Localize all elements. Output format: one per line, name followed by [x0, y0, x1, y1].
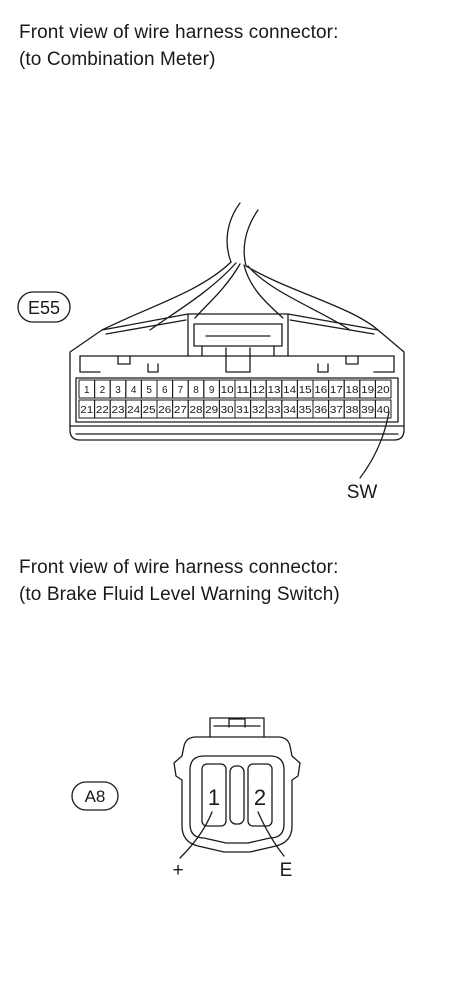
terminal-number: 29 — [205, 405, 219, 416]
terminal-number: 28 — [190, 405, 204, 416]
pin-1: 1 — [208, 785, 220, 810]
terminal-number: 9 — [209, 385, 215, 396]
terminal-number: 6 — [162, 385, 168, 396]
cavity-1 — [201, 763, 227, 827]
connector-code-a8: A8 — [85, 787, 106, 806]
terminal-number: 23 — [112, 405, 126, 416]
caption-line-1: Front view of wire harness connector: — [19, 557, 339, 578]
connector-body — [173, 736, 301, 853]
pin-2: 2 — [254, 785, 266, 810]
terminal-number: 22 — [96, 405, 110, 416]
terminal-number: 37 — [330, 405, 344, 416]
terminal-number: 3 — [115, 385, 121, 396]
caption-brake-fluid-switch: Front view of wire harness connector: (t… — [19, 554, 340, 608]
terminal-number: 40 — [377, 405, 391, 416]
caption-combination-meter: Front view of wire harness connector: (t… — [19, 19, 338, 73]
terminal-label-e: E — [280, 860, 293, 881]
terminal-number: 4 — [131, 385, 137, 396]
terminal-number: 19 — [361, 385, 375, 396]
terminal-number: 15 — [299, 385, 313, 396]
connector-housing — [69, 313, 405, 441]
terminal-number: 32 — [252, 405, 266, 416]
terminal-label-sw: SW — [347, 482, 378, 503]
terminal-number: 12 — [252, 385, 266, 396]
terminal-number: 18 — [346, 385, 360, 396]
sw-leader-line — [359, 411, 390, 479]
terminal-number: 35 — [299, 405, 313, 416]
terminal-number: 7 — [178, 385, 184, 396]
connector-a8: 1 2 A8 + E — [71, 717, 301, 881]
terminal-number: 11 — [236, 385, 250, 396]
connector-latch — [209, 717, 265, 738]
terminal-number: 27 — [174, 405, 188, 416]
connector-code-e55: E55 — [28, 298, 60, 318]
wire-bundle — [101, 202, 379, 331]
terminal-label-plus: + — [172, 860, 183, 881]
terminal-number: 8 — [193, 385, 199, 396]
terminal-number: 17 — [330, 385, 344, 396]
connector-code-bubble — [71, 781, 119, 811]
terminal-number: 20 — [377, 385, 391, 396]
terminal-number: 1 — [84, 385, 90, 396]
terminal-number: 21 — [80, 405, 94, 416]
caption-line-2: (to Combination Meter) — [19, 49, 216, 70]
terminal-number: 33 — [268, 405, 282, 416]
plus-leader-line — [179, 811, 213, 859]
terminal-number: 31 — [236, 405, 250, 416]
caption-line-2: (to Brake Fluid Level Warning Switch) — [19, 584, 340, 605]
cavity-2 — [247, 763, 273, 827]
terminal-number: 13 — [268, 385, 282, 396]
terminal-number: 26 — [158, 405, 172, 416]
terminal-number: 25 — [143, 405, 157, 416]
e-leader-line — [257, 811, 285, 857]
terminal-number: 36 — [314, 405, 328, 416]
terminal-number: 38 — [346, 405, 360, 416]
terminal-number: 16 — [314, 385, 328, 396]
terminal-number: 5 — [146, 385, 152, 396]
caption-line-1: Front view of wire harness connector: — [19, 22, 339, 43]
terminal-number: 24 — [127, 405, 141, 416]
terminal-cell — [374, 399, 392, 419]
terminal-number: 30 — [221, 405, 235, 416]
terminal-cell — [374, 379, 392, 399]
terminal-number: 39 — [361, 405, 375, 416]
terminal-number: 2 — [100, 385, 106, 396]
terminal-number: 10 — [221, 385, 235, 396]
terminal-number: 14 — [283, 385, 297, 396]
terminal-number: 34 — [283, 405, 297, 416]
connector-code-bubble — [17, 291, 71, 323]
